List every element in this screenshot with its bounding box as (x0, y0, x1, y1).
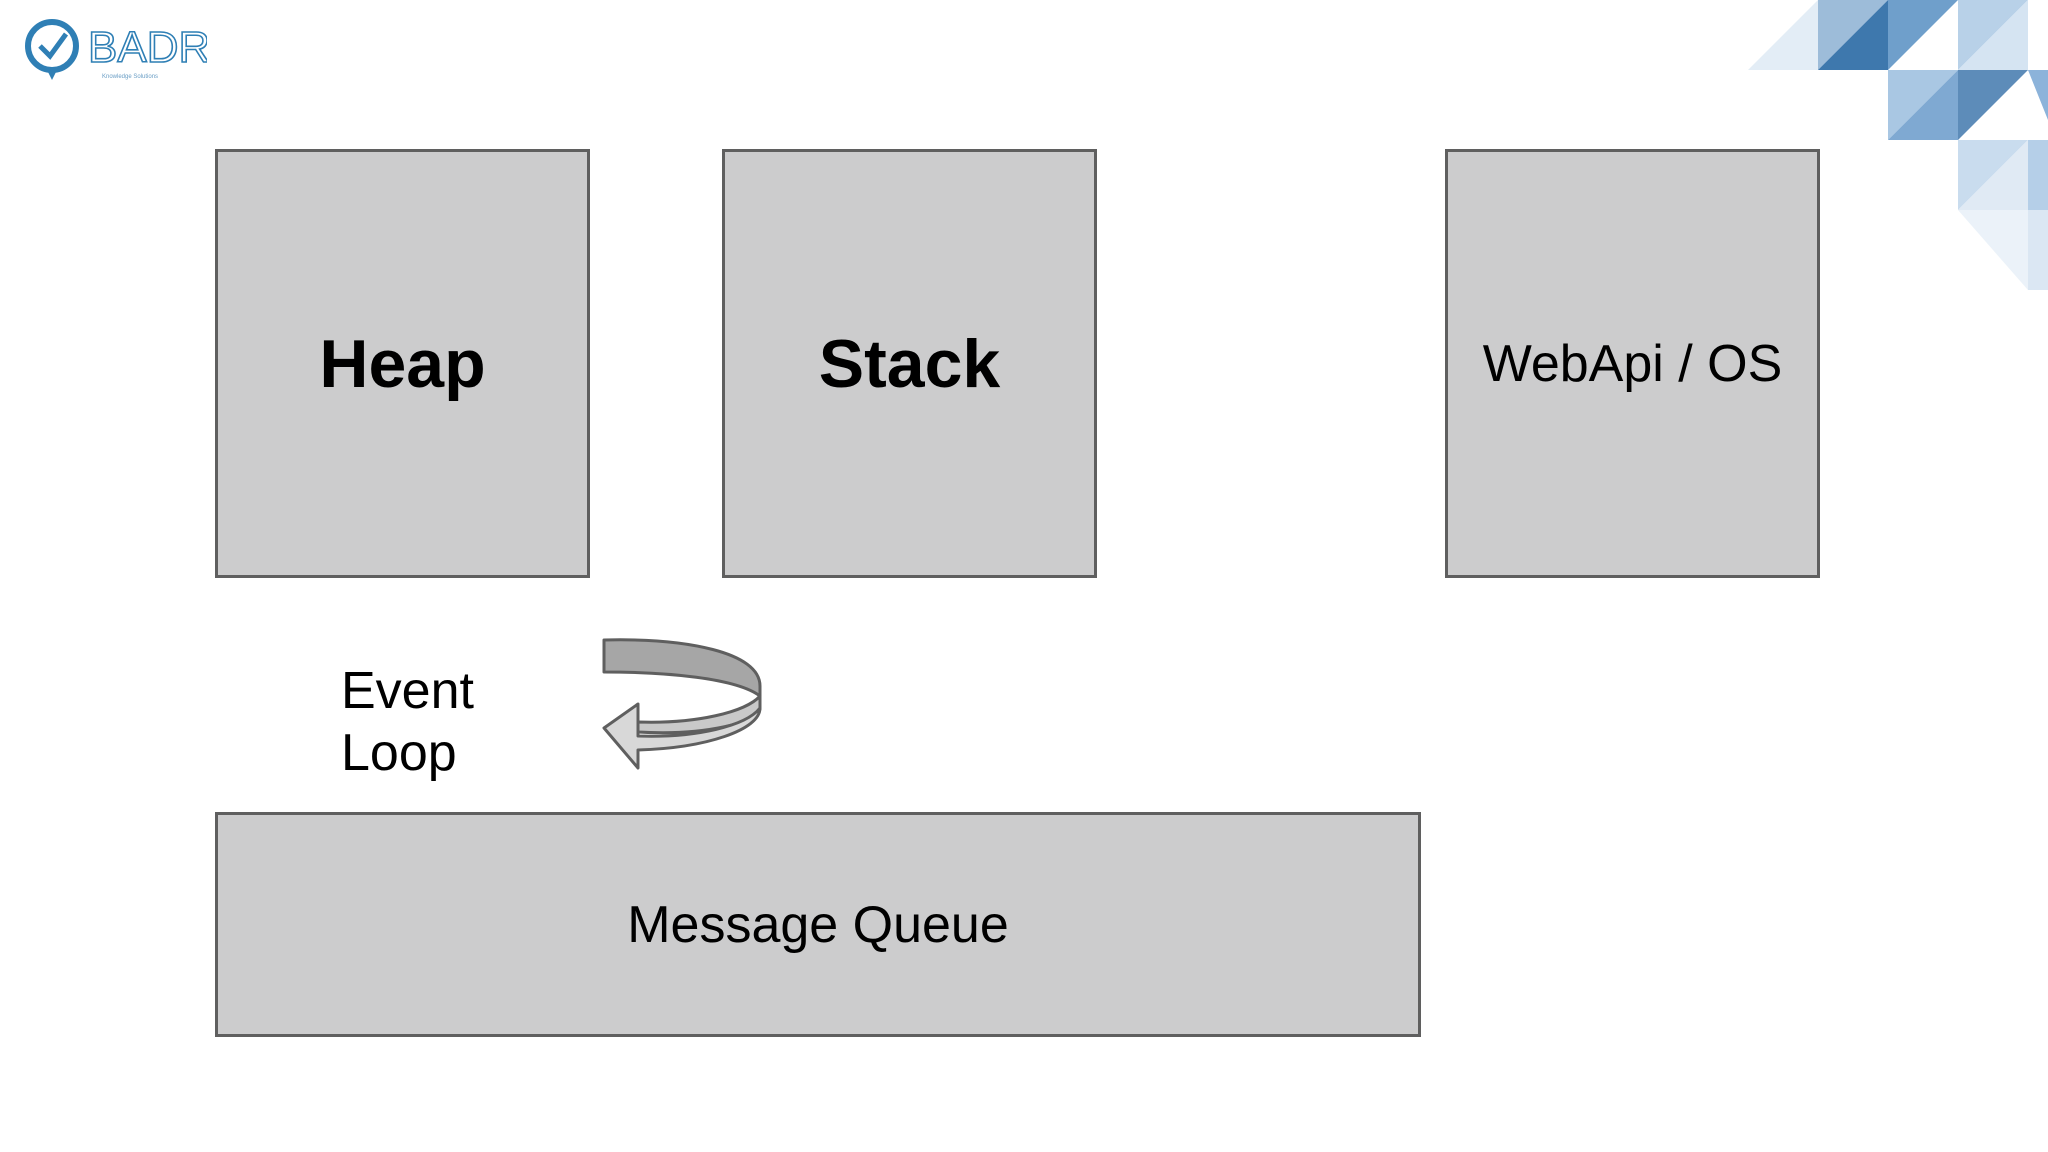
badr-logo: BADR Knowledge Solutions (25, 19, 207, 80)
logo-check-icon (25, 19, 79, 80)
message-queue-box: Message Queue (215, 812, 1421, 1037)
heap-box: Heap (215, 149, 590, 578)
loop-arrow-icon (602, 638, 762, 770)
event-loop-label: Event Loop (341, 660, 474, 784)
logo-text: BADR (88, 23, 207, 72)
webapi-os-label: WebApi / OS (1482, 334, 1783, 393)
message-queue-label: Message Queue (627, 895, 1009, 954)
event-loop-label-line1: Event (341, 662, 474, 720)
heap-label: Heap (319, 325, 486, 402)
stack-label: Stack (818, 325, 1001, 402)
corner-triangle-pattern (1748, 0, 2048, 290)
logo-tagline: Knowledge Solutions (102, 74, 158, 80)
webapi-os-box: WebApi / OS (1445, 149, 1820, 578)
stack-box: Stack (722, 149, 1097, 578)
event-loop-label-line2: Loop (341, 724, 457, 782)
